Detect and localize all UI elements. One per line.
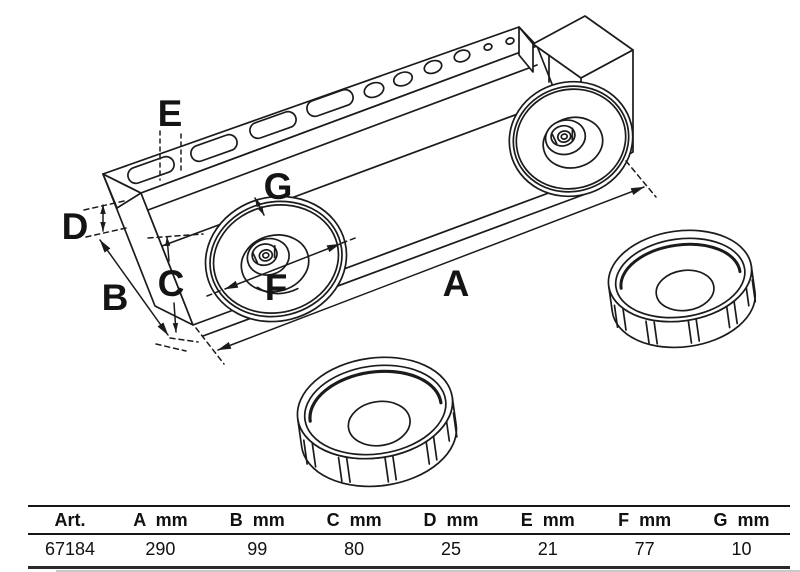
value-b-mm: 99	[247, 539, 268, 559]
col-header-e-mm: E mm	[499, 506, 597, 535]
dim-label-b: B	[102, 277, 129, 318]
dim-label-f: F	[265, 267, 288, 308]
bolt-facet	[571, 127, 574, 141]
dim-ext-B-bottom	[155, 343, 187, 352]
hole	[505, 37, 515, 45]
notch	[384, 455, 398, 483]
top-face-holes	[363, 37, 515, 99]
front-face-groove-top	[147, 64, 538, 211]
value-e-mm: 21	[537, 539, 558, 559]
value-g-mm: 10	[731, 539, 752, 559]
cap-wall-notches	[613, 279, 757, 345]
hole	[392, 71, 414, 87]
dim-line-F	[224, 243, 341, 290]
cap-inner-shadow	[619, 242, 742, 290]
dim-ext-D-bottom	[85, 227, 127, 238]
value-art: 67184	[44, 539, 96, 559]
col-header-d-mm: D mm	[402, 506, 500, 535]
dimension-diagram: A B C D E F G	[62, 15, 757, 488]
spec-table-header-row: Art. A mm B mm C mm D mm E mm F mm G mm	[28, 506, 790, 535]
dim-label-d: D	[62, 206, 89, 247]
protective-cap-bottom	[296, 356, 458, 488]
value-d-mm: 25	[440, 539, 461, 559]
cap-center-hole	[655, 269, 715, 312]
notch	[302, 439, 317, 468]
value-f-mm: 77	[634, 539, 655, 559]
top-face-slots	[127, 88, 354, 185]
spec-table: Art. A mm B mm C mm D mm E mm F mm G mm …	[28, 505, 800, 572]
dim-ext-C-bottom	[169, 337, 199, 343]
dim-line-C-bottom	[172, 302, 179, 333]
notch	[645, 320, 659, 345]
dim-ext-F-right	[341, 236, 359, 244]
notch	[337, 456, 351, 484]
cap-inner-rim	[614, 237, 746, 319]
dim-line-C-top	[165, 236, 171, 262]
dim-line-A	[217, 186, 645, 351]
notch	[687, 318, 701, 344]
col-header-art: Art.	[28, 506, 112, 535]
value-c-mm: 80	[344, 539, 365, 559]
dim-ext-F-left	[206, 289, 223, 297]
dim-label-c: C	[158, 263, 185, 304]
dimension-lines	[83, 130, 657, 365]
spec-table-value-row: 67184 290 99 80 25 21 77 10	[28, 534, 790, 568]
end-step-face	[518, 26, 534, 73]
dim-ext-A-left	[195, 327, 225, 365]
slot	[190, 133, 238, 163]
slot	[127, 155, 175, 185]
notch	[425, 435, 438, 465]
slot	[249, 110, 297, 140]
dim-ext-D-top	[83, 200, 125, 211]
hole	[483, 43, 493, 51]
cap-inner-shadow	[308, 369, 443, 423]
disk-recess	[542, 116, 604, 169]
hole	[423, 59, 443, 75]
dim-label-a: A	[443, 263, 470, 304]
bolt-facet	[551, 133, 558, 145]
center-bolt-inner	[556, 130, 572, 143]
dimension-labels: A B C D E F G	[62, 93, 470, 318]
dim-label-e: E	[158, 93, 183, 134]
hole	[453, 49, 471, 63]
notch	[613, 304, 627, 331]
notch	[725, 300, 739, 329]
cap-center-hole	[347, 400, 411, 447]
dim-line-B	[99, 239, 169, 336]
protective-cap-right	[607, 229, 757, 349]
slot	[306, 88, 354, 118]
dim-line-G	[254, 197, 265, 216]
col-header-c-mm: C mm	[305, 506, 403, 535]
cap-wall-notches	[302, 412, 458, 484]
col-header-a-mm: A mm	[112, 506, 209, 535]
col-header-g-mm: G mm	[693, 506, 790, 535]
cap-inner-rim	[303, 364, 447, 456]
center-bolt-tip	[560, 133, 569, 140]
col-header-b-mm: B mm	[208, 506, 306, 535]
dim-ext-A-right	[625, 160, 657, 198]
hole	[363, 81, 385, 99]
value-a-mm: 290	[145, 539, 176, 559]
rear-magnet-disk	[508, 80, 634, 198]
dim-ext-C-top	[147, 233, 204, 239]
dim-label-g: G	[264, 166, 293, 207]
col-header-f-mm: F mm	[596, 506, 694, 535]
